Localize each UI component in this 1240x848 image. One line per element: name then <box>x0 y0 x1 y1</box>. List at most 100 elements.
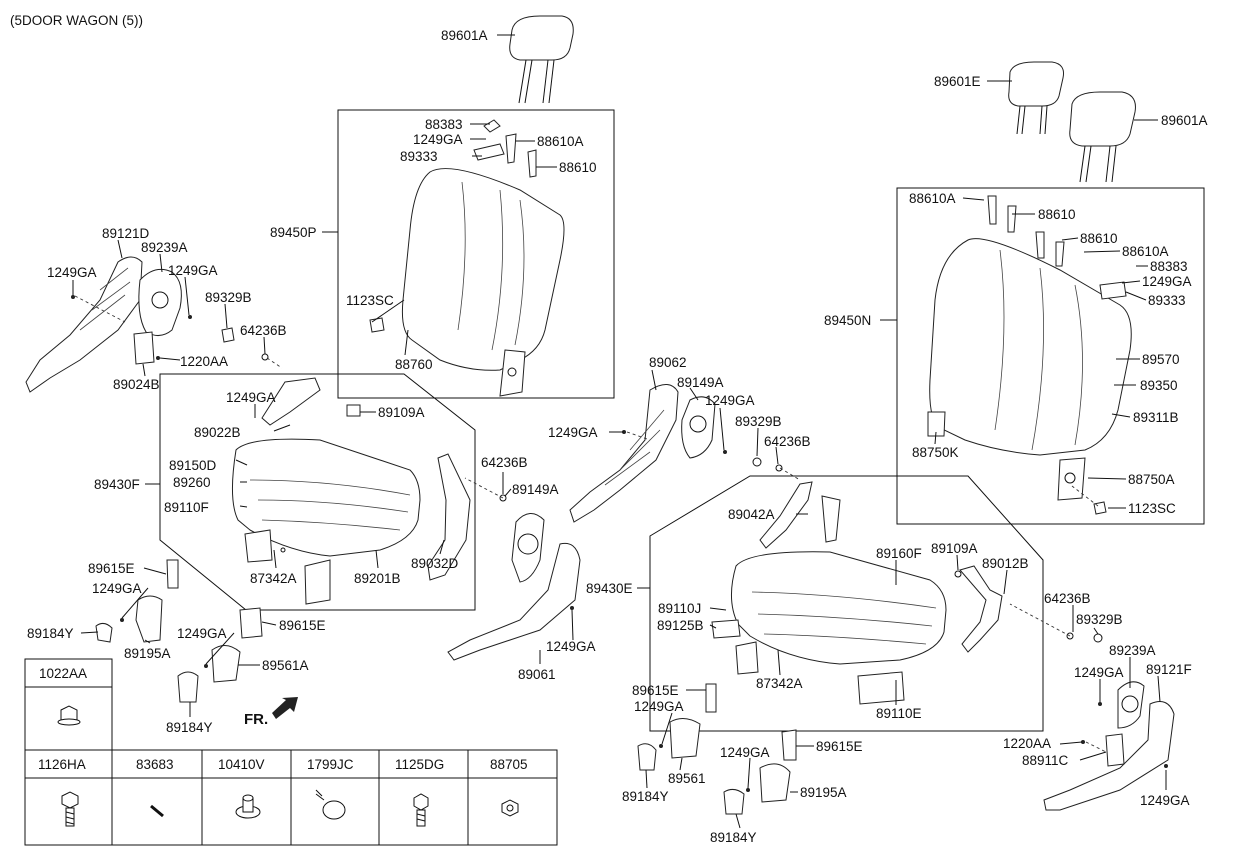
seatback-right-assembly-box <box>896 187 1205 525</box>
legend-code: 10410V <box>218 757 265 772</box>
headrest-right-large <box>1069 91 1136 183</box>
part-label: 89329B <box>735 414 782 429</box>
part-label: 88760 <box>395 357 433 372</box>
part-label: 89601A <box>441 28 488 43</box>
hose-clamp-icon <box>315 789 346 820</box>
legend-code: 1799JC <box>307 757 354 772</box>
part-label: 89260 <box>173 475 211 490</box>
part-label: 1249GA <box>1142 274 1192 289</box>
part-label: 89311B <box>1133 410 1179 425</box>
legend-code: 88705 <box>490 757 528 772</box>
part-label: 89329B <box>1076 612 1123 627</box>
part-label: 64236B <box>481 455 528 470</box>
middle-lower-brackets <box>637 683 797 815</box>
part-label: 89615E <box>279 618 326 633</box>
part-label: 1249GA <box>1140 793 1190 808</box>
part-label: 89570 <box>1142 352 1180 367</box>
part-label: 1249GA <box>177 626 227 641</box>
part-label: 89561 <box>668 771 706 786</box>
leader-lines <box>72 34 1167 829</box>
part-label: 1249GA <box>546 639 596 654</box>
part-label: 64236B <box>240 323 287 338</box>
part-label: 64236B <box>1044 591 1091 606</box>
part-label: 89615E <box>88 561 135 576</box>
part-label: 89149A <box>512 482 559 497</box>
middle-side-parts <box>447 384 783 661</box>
left-side-trim-parts <box>25 256 269 393</box>
part-labels: 89601A 89601E 89601A 88383 1249GA 88610A… <box>27 28 1208 845</box>
part-label: 89110F <box>164 500 209 515</box>
part-label: 89561A <box>262 658 309 673</box>
part-label: 1249GA <box>413 132 463 147</box>
part-label: 1249GA <box>1074 665 1124 680</box>
part-label: 88610 <box>1080 231 1118 246</box>
part-label: 1220AA <box>1003 736 1051 751</box>
left-lower-brackets <box>95 559 263 703</box>
flange-nut-icon <box>57 705 81 726</box>
part-label: 1249GA <box>168 263 218 278</box>
part-label: 89042A <box>728 507 775 522</box>
part-label: 89012B <box>982 556 1029 571</box>
legend-code: 1126HA <box>38 757 86 772</box>
part-label: 88610 <box>1038 207 1076 222</box>
part-label: 1249GA <box>705 393 755 408</box>
cushion-right-assembly-box <box>649 475 1044 732</box>
part-label: 89450P <box>270 225 317 240</box>
front-direction-indicator: FR. <box>244 697 298 728</box>
hardware-legend-table: 1022AA 1126HA 83683 10410V 1799JC 1125DG… <box>24 658 558 846</box>
part-label: 89195A <box>800 785 847 800</box>
part-label: 89601E <box>934 74 981 89</box>
assembly-boxes <box>159 109 1205 732</box>
cushion-left-assembly-box <box>159 373 476 611</box>
part-label: 89615E <box>816 739 863 754</box>
pin-icon <box>150 804 164 818</box>
part-label: 89032D <box>411 556 459 571</box>
right-side-trim-parts <box>1043 681 1175 811</box>
part-label: 89109A <box>378 405 425 420</box>
part-label: 88911C <box>1022 753 1069 768</box>
part-label: 89239A <box>141 240 188 255</box>
part-label: 1249GA <box>47 265 97 280</box>
part-label: 1249GA <box>634 699 684 714</box>
part-label: 89062 <box>649 355 687 370</box>
part-label: 89350 <box>1140 378 1178 393</box>
part-label: 89184Y <box>622 789 669 804</box>
part-label: 1249GA <box>92 581 142 596</box>
front-arrow-icon <box>272 697 298 719</box>
diagram-title: (5DOOR WAGON (5)) <box>10 13 143 28</box>
part-label: 1220AA <box>180 354 228 369</box>
part-label: 89125B <box>657 618 704 633</box>
dashed-reference-lines <box>74 295 1107 753</box>
part-label: 87342A <box>250 571 297 586</box>
part-label: 89201B <box>354 571 401 586</box>
part-label: 1249GA <box>548 425 598 440</box>
part-label: 88383 <box>425 117 463 132</box>
part-label: 89022B <box>194 425 241 440</box>
part-label: 1249GA <box>226 390 276 405</box>
part-label: 89329B <box>205 290 252 305</box>
part-label: 89149A <box>677 375 724 390</box>
hex-nut-icon <box>501 799 519 817</box>
part-label: 89195A <box>124 646 171 661</box>
part-label: 89024B <box>113 377 160 392</box>
part-label: 88610A <box>537 134 584 149</box>
part-label: 89333 <box>400 149 438 164</box>
legend-code: 1125DG <box>395 757 444 772</box>
part-label: 64236B <box>764 434 811 449</box>
part-label: 89110J <box>658 601 701 616</box>
bolt-icon <box>413 793 429 827</box>
part-label: 88383 <box>1150 259 1188 274</box>
part-label: 89121D <box>102 226 150 241</box>
part-label: 89430F <box>94 477 140 492</box>
part-label: 89061 <box>518 667 556 682</box>
part-label: 89109A <box>931 541 978 556</box>
seat-cushion-left <box>231 377 471 605</box>
part-label: 1249GA <box>720 745 770 760</box>
screw-icon <box>61 791 79 827</box>
part-label: 89110E <box>876 706 922 721</box>
part-label: 1123SC <box>1128 501 1176 516</box>
part-label: 89601A <box>1161 113 1208 128</box>
part-label: 88610 <box>559 160 597 175</box>
legend-code: 83683 <box>136 757 174 772</box>
